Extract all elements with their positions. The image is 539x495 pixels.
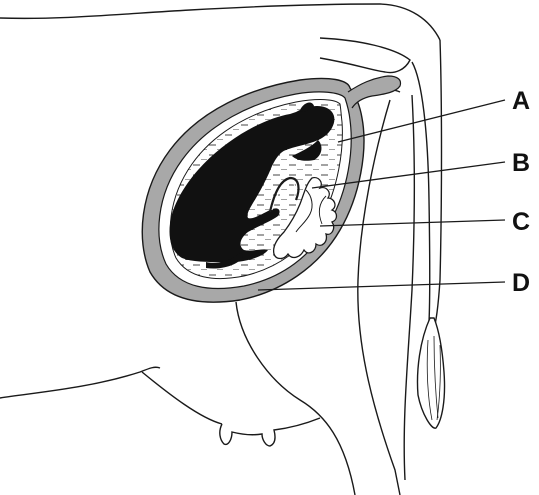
pointer-line-d xyxy=(258,282,505,290)
cow-udder-line xyxy=(142,372,222,424)
cow-belly-line xyxy=(0,367,160,398)
cow-hind-leg-back xyxy=(404,95,414,480)
label-d: D xyxy=(512,269,530,297)
cow-rump-line xyxy=(320,38,410,73)
cow-udder xyxy=(220,418,320,446)
cow-hind-leg-front xyxy=(358,100,400,495)
label-b: B xyxy=(512,149,530,177)
uterus xyxy=(142,76,400,302)
cow-back-line xyxy=(0,4,440,40)
pointer-line-c xyxy=(320,220,505,226)
label-c: C xyxy=(512,208,530,236)
label-a: A xyxy=(512,87,530,115)
cervix-connection xyxy=(348,76,401,108)
cow-tail xyxy=(434,40,442,330)
cow-flank-line xyxy=(236,302,355,495)
